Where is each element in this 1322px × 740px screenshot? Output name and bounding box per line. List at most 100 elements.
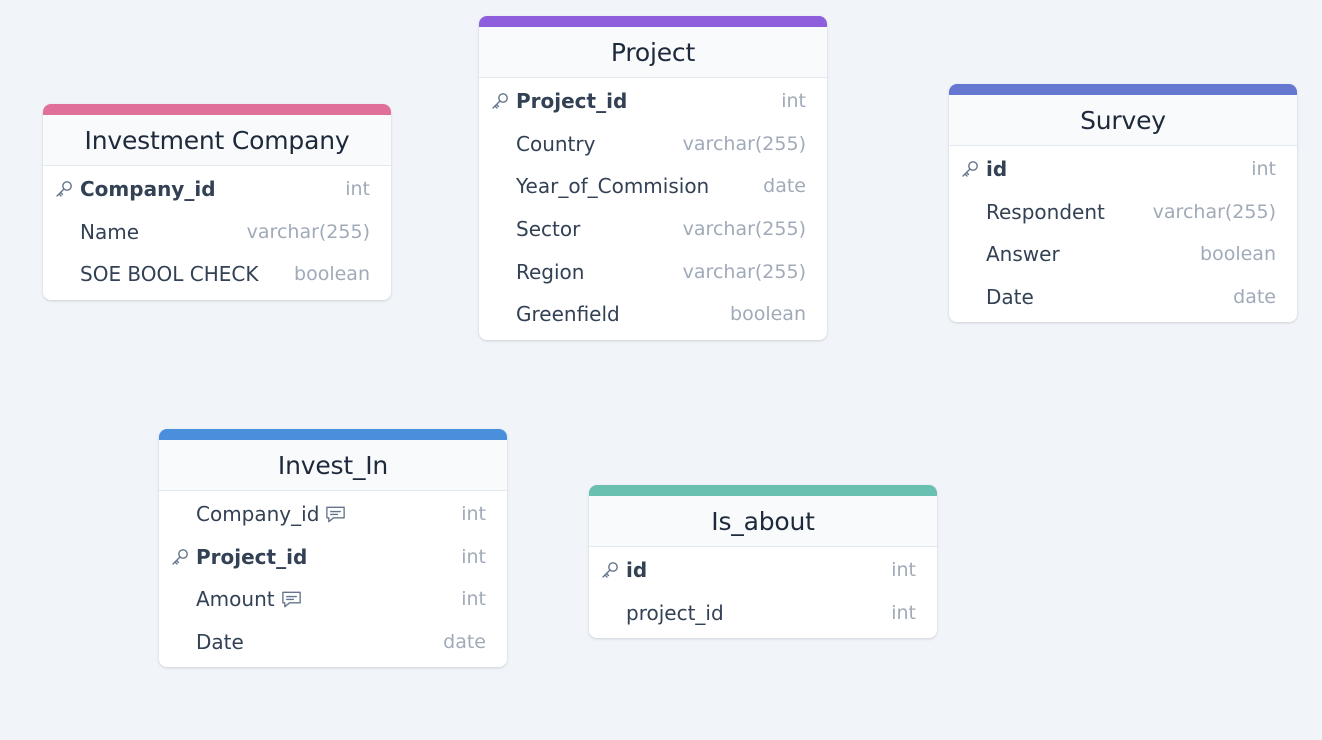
- field-type: int: [461, 588, 486, 611]
- field-name-text: id: [626, 558, 648, 583]
- field-name: Company_id: [80, 177, 216, 201]
- field-name: project_id: [626, 601, 724, 625]
- field-type: date: [443, 631, 486, 654]
- field-row[interactable]: Country varchar(255): [479, 123, 827, 166]
- field-name-text: Answer: [986, 242, 1060, 267]
- field-type: date: [1233, 286, 1276, 309]
- field-name: Greenfield: [516, 302, 620, 326]
- table-header[interactable]: Project: [479, 16, 827, 78]
- field-name-text: Name: [80, 219, 140, 244]
- field-name-text: Respondent: [986, 199, 1105, 224]
- table-name: Is_about: [711, 506, 815, 536]
- field-row[interactable]: Sector varchar(255): [479, 208, 827, 251]
- note-icon[interactable]: [280, 589, 303, 609]
- field-type: varchar(255): [682, 260, 806, 283]
- field-type: int: [345, 178, 370, 201]
- field-type: int: [891, 601, 916, 624]
- field-row[interactable]: id int: [949, 148, 1297, 191]
- field-type: int: [781, 90, 806, 113]
- field-name: Amount: [196, 587, 303, 611]
- field-type: int: [461, 503, 486, 526]
- field-row[interactable]: Company_id int: [159, 493, 507, 536]
- field-name-text: Company_id: [196, 502, 320, 527]
- field-type: int: [891, 559, 916, 582]
- field-name: Answer: [986, 242, 1060, 266]
- field-name: Respondent: [986, 200, 1105, 224]
- field-name-text: Amount: [196, 587, 275, 612]
- field-name-text: project_id: [626, 600, 724, 625]
- field-name-text: SOE BOOL CHECK: [80, 262, 259, 287]
- field-name-text: Sector: [516, 217, 581, 242]
- field-row[interactable]: Company_id int: [43, 168, 391, 211]
- field-row[interactable]: Name varchar(255): [43, 211, 391, 254]
- field-name: SOE BOOL CHECK: [80, 262, 259, 286]
- field-type: boolean: [1200, 243, 1276, 266]
- field-name-text: Region: [516, 259, 585, 284]
- field-row[interactable]: Region varchar(255): [479, 250, 827, 293]
- field-name: Year_of_Commision: [516, 174, 709, 198]
- field-row[interactable]: Respondent varchar(255): [949, 191, 1297, 234]
- field-list: id int project_id int: [589, 547, 937, 638]
- field-name: Name: [80, 220, 139, 244]
- table-name: Investment Company: [84, 125, 350, 155]
- field-type: varchar(255): [682, 218, 806, 241]
- field-row[interactable]: Year_of_Commision date: [479, 165, 827, 208]
- field-name-text: Greenfield: [516, 302, 620, 327]
- field-name-text: id: [986, 157, 1008, 182]
- key-icon: [960, 159, 980, 179]
- key-icon: [54, 179, 74, 199]
- field-type: varchar(255): [1152, 200, 1276, 223]
- field-name-text: Date: [196, 630, 244, 655]
- field-name: Date: [196, 630, 244, 654]
- field-type: int: [461, 545, 486, 568]
- field-row[interactable]: Project_id int: [479, 80, 827, 123]
- key-icon: [490, 91, 510, 111]
- field-type: boolean: [730, 303, 806, 326]
- field-row[interactable]: Project_id int: [159, 536, 507, 579]
- field-name: Company_id: [196, 502, 347, 526]
- table-header[interactable]: Investment Company: [43, 104, 391, 166]
- field-name: Date: [986, 285, 1034, 309]
- field-row[interactable]: project_id int: [589, 592, 937, 635]
- field-name: Region: [516, 260, 584, 284]
- field-row[interactable]: Greenfield boolean: [479, 293, 827, 336]
- field-name: Project_id: [196, 545, 307, 569]
- table-header[interactable]: Survey: [949, 84, 1297, 146]
- field-type: varchar(255): [682, 132, 806, 155]
- field-name: Country: [516, 132, 595, 156]
- field-name-text: Year_of_Commision: [516, 174, 710, 199]
- field-name-text: Country: [516, 131, 596, 156]
- field-row[interactable]: Amount int: [159, 578, 507, 621]
- field-name: Project_id: [516, 89, 627, 113]
- note-icon[interactable]: [324, 504, 347, 524]
- key-icon: [600, 560, 620, 580]
- field-name-text: Date: [986, 285, 1034, 310]
- field-row[interactable]: Date date: [159, 621, 507, 664]
- field-name: id: [626, 558, 647, 582]
- field-name: id: [986, 157, 1007, 181]
- table-header[interactable]: Invest_In: [159, 429, 507, 491]
- field-name-text: Project_id: [196, 544, 308, 569]
- field-type: varchar(255): [246, 220, 370, 243]
- field-type: int: [1251, 158, 1276, 181]
- table-name: Survey: [1080, 105, 1166, 135]
- table-name: Invest_In: [277, 450, 389, 480]
- field-row[interactable]: id int: [589, 549, 937, 592]
- field-name-text: Project_id: [516, 89, 628, 114]
- field-type: date: [763, 175, 806, 198]
- table-header[interactable]: Is_about: [589, 485, 937, 547]
- field-name-text: Company_id: [80, 177, 216, 202]
- field-row[interactable]: Date date: [949, 276, 1297, 319]
- field-row[interactable]: Answer boolean: [949, 233, 1297, 276]
